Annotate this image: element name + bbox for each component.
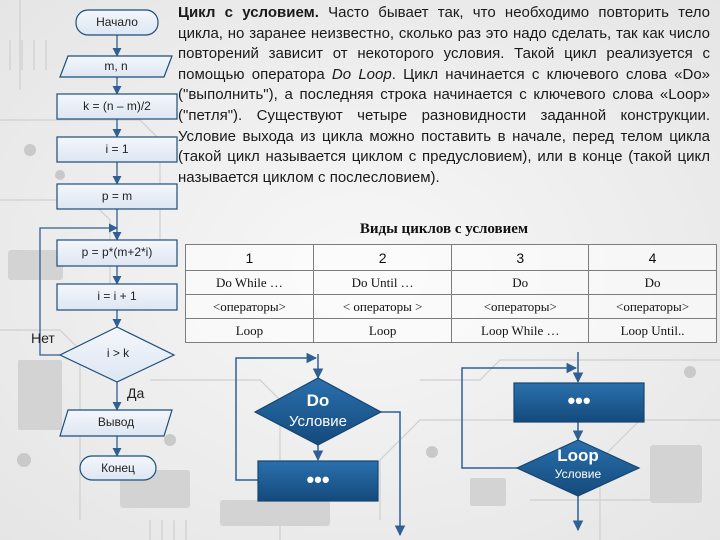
no-branch-label: Нет (31, 330, 55, 346)
table-cell: <операторы> (451, 294, 590, 319)
table-cell: Loop (312, 318, 453, 343)
post-loop-loop-label: Loop (557, 446, 599, 465)
process-k (56, 93, 178, 120)
loop-types-table: 1 2 3 4 Do While … Do Until … Do Do <опе… (185, 244, 717, 343)
step-i-label: i = 1 (105, 142, 129, 156)
process-p (56, 183, 178, 210)
output-parallelogram (59, 409, 173, 437)
table-cell: < операторы > (312, 294, 453, 319)
pre-loop-body-label: ••• (306, 467, 330, 492)
table-header-cell: 1 (185, 244, 314, 271)
table-title: Виды циклов с условием (359, 221, 529, 237)
end-label: Конец (101, 461, 135, 475)
description-paragraph: Цикл с условием. Часто бывает так, что н… (178, 3, 710, 188)
post-loop-body-label: ••• (567, 388, 591, 413)
table-cell: Loop While … (451, 318, 590, 343)
step-p-label: p = m (101, 189, 133, 203)
table-cell: Do Until … (312, 270, 453, 295)
process-loop-body (56, 239, 178, 267)
paragraph-text-1: Часто бывает так, что необходимо повтори… (178, 4, 710, 83)
end-terminal (79, 455, 157, 481)
table-cell: Do (451, 270, 590, 295)
process-increment (56, 283, 178, 311)
yes-branch-label: Да (127, 385, 145, 401)
process-i (56, 136, 178, 163)
post-loop-decision (515, 439, 641, 497)
post-loop-body (513, 382, 645, 423)
pre-loop-condition-label: Условие (289, 413, 347, 430)
output-label: Вывод (97, 415, 135, 429)
table-cell: Do While … (185, 270, 314, 295)
input-label: m, n (104, 59, 128, 73)
condition-label: i > k (106, 346, 130, 360)
paragraph-italic-term: Do Loop (331, 65, 392, 83)
table-header-cell: 3 (451, 244, 590, 271)
table-cell: Do (588, 270, 717, 295)
table-header-cell: 2 (312, 244, 453, 271)
table-row: <операторы> < операторы > <операторы> <о… (185, 294, 717, 319)
table-row: Do While … Do Until … Do Do (185, 270, 717, 295)
loop-body-label: p = p*(m+2*i) (81, 245, 153, 259)
table-header-cell: 4 (588, 244, 717, 271)
decision-diamond (58, 326, 176, 383)
table-cell: <операторы> (588, 294, 717, 319)
increment-label: i = i + 1 (97, 289, 137, 303)
start-label: Начало (96, 15, 138, 29)
table-header-row: 1 2 3 4 (185, 244, 717, 271)
pre-loop-body (257, 460, 379, 502)
table-cell: Loop Until.. (588, 318, 717, 343)
post-loop-condition-label: Условие (554, 467, 602, 481)
step-k-label: k = (n – m)/2 (83, 99, 151, 113)
table-cell: Loop (185, 318, 314, 343)
pre-loop-decision (253, 377, 383, 446)
paragraph-title: Цикл с условием. (178, 4, 319, 21)
pre-loop-do-label: Do (306, 391, 330, 410)
table-cell: <операторы> (185, 294, 314, 319)
input-parallelogram (59, 55, 173, 78)
table-row: Loop Loop Loop While … Loop Until.. (185, 318, 717, 343)
paragraph-text-2: . Цикл начинается с ключевого слова «Do»… (178, 65, 710, 186)
start-terminal (75, 9, 159, 36)
